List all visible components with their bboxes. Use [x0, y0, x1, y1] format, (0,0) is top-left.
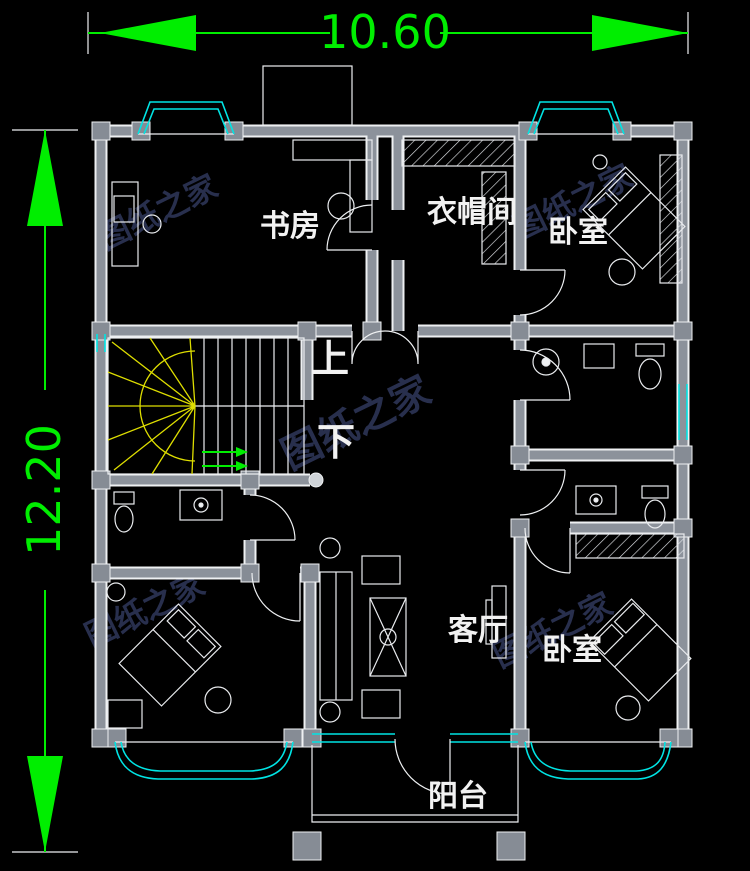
left-arrow-icon	[100, 15, 196, 51]
armchair-icon	[361, 689, 401, 719]
balcony-door-arc	[394, 738, 451, 795]
bed-icon	[118, 603, 222, 707]
study-door-arc	[326, 204, 373, 251]
bathroom-under-stairs	[113, 489, 223, 533]
bathroom-door-arc	[519, 349, 571, 401]
bay-window-top-left	[137, 101, 235, 135]
width-dimension-label: 10.60	[319, 5, 451, 59]
bedroom-bottom-right-furniture	[588, 598, 692, 721]
living-room-label: 客厅	[448, 613, 508, 648]
wardrobe-icon	[481, 171, 507, 265]
down-arrow-icon	[27, 756, 63, 852]
toilet-icon	[113, 491, 135, 533]
study-label: 书房	[260, 209, 320, 244]
cloakroom-label: 衣帽间	[427, 195, 517, 230]
bed-icon	[582, 166, 686, 270]
balcony-column	[496, 831, 526, 861]
washer-icon	[583, 343, 615, 369]
right-wall-window	[678, 384, 688, 440]
bedroom-bottom-left-furniture	[106, 582, 232, 729]
bed-icon	[588, 598, 692, 702]
bedroom-lower-door-arc	[524, 527, 571, 574]
roof-duct-box	[262, 65, 353, 126]
plant-icon	[319, 701, 341, 723]
bedroom-lower-label: 卧室	[542, 633, 602, 668]
room-labels: 书房 衣帽间 卧室 上 下 客厅 卧室 阳台	[260, 195, 608, 814]
sink-icon	[575, 485, 617, 515]
sink-icon	[532, 348, 560, 376]
study-furniture	[111, 139, 373, 267]
bathroom-lower-right	[575, 485, 685, 559]
stair-fan-arc	[139, 350, 196, 462]
left-wall-window	[96, 334, 106, 352]
wardrobe-icon	[659, 154, 683, 284]
dimension-left: 12.20	[12, 129, 78, 853]
wardrobe-icon	[401, 139, 516, 167]
sink-icon	[179, 489, 223, 521]
bedroom-upper-door-arc	[519, 269, 566, 316]
windows	[96, 101, 688, 780]
toilet-icon	[641, 485, 669, 529]
table-icon	[327, 192, 355, 220]
bay-window-bottom-right	[524, 741, 672, 780]
nightstand-icon	[107, 699, 143, 729]
stool-icon	[592, 154, 608, 170]
bay-window-top-right	[527, 101, 625, 135]
living-room-furniture	[319, 537, 507, 723]
bedroom-left-door-arc	[251, 572, 301, 622]
rug-icon	[204, 686, 232, 714]
tv-cabinet-icon	[485, 585, 507, 659]
doors	[249, 204, 571, 795]
height-dimension-label: 12.20	[17, 424, 71, 556]
toilet-icon	[635, 343, 665, 390]
chair-icon	[142, 214, 162, 234]
dimension-top: 10.60	[87, 5, 689, 59]
balcony-window	[312, 733, 518, 743]
rug-icon	[615, 695, 641, 721]
stairs-down-label: 下	[317, 420, 355, 464]
desk-icon	[111, 181, 139, 267]
bathroom-middle-right	[532, 343, 665, 390]
armchair-icon	[361, 555, 401, 585]
bedroom-upper-right-furniture	[582, 154, 686, 286]
watermark: 图纸之家	[274, 368, 438, 479]
up-arrow-icon	[27, 130, 63, 226]
balcony-column	[292, 831, 322, 861]
small-bath-door-arc	[249, 494, 296, 541]
coffee-table-icon	[369, 597, 407, 677]
rug-icon	[608, 258, 636, 286]
bedroom-upper-label: 卧室	[548, 215, 608, 250]
bay-window-bottom-left	[114, 741, 294, 780]
counter-icon	[292, 139, 373, 161]
suite-door-arc	[519, 469, 566, 516]
balcony-label: 阳台	[428, 779, 488, 814]
balcony	[292, 745, 526, 861]
stair-direction-arrows	[202, 447, 248, 471]
plant-icon	[106, 582, 126, 602]
staircase	[107, 337, 324, 488]
stairs-up-label: 上	[311, 337, 349, 381]
wardrobe-icon	[575, 533, 685, 559]
right-arrow-icon	[592, 15, 688, 51]
double-door-arc	[351, 330, 419, 365]
cloakroom-wardrobes	[401, 139, 516, 265]
plant-icon	[319, 537, 341, 559]
stair-newel-dot	[308, 472, 324, 488]
